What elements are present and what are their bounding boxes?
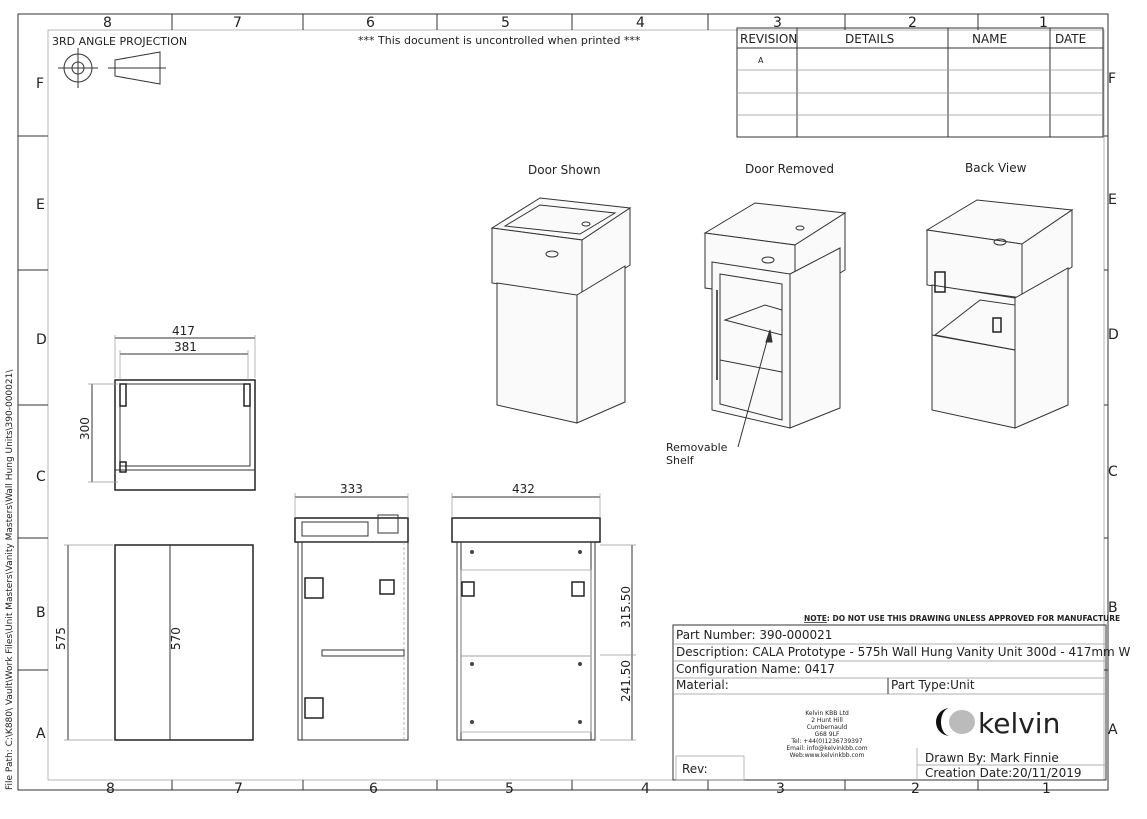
revision-cell: A (758, 56, 764, 65)
col-label: 6 (369, 781, 378, 797)
row-labels: F E D C B A F E D C B A (36, 71, 1119, 742)
shelf-leader-line (737, 329, 773, 448)
row-label: F (1108, 71, 1116, 87)
view-title-door-removed: Door Removed (745, 162, 834, 176)
details-header: DETAILS (845, 32, 894, 46)
col-label: 4 (636, 15, 645, 31)
manufacture-note: NOTE: DO NOT USE THIS DRAWING UNLESS APP… (804, 614, 1120, 623)
removable-shelf-label: Removable (666, 441, 728, 454)
dim-back-lower: 241.50 (619, 660, 633, 702)
col-label: 7 (233, 15, 242, 31)
column-labels-top: 8 7 6 5 4 3 2 1 (103, 15, 1048, 31)
row-label: B (36, 605, 46, 621)
outer-border (17, 13, 1109, 791)
col-label: 1 (1042, 781, 1051, 797)
address-line: 2 Hunt Hill (811, 717, 843, 724)
front-view (64, 544, 254, 741)
row-label: D (1108, 327, 1119, 343)
dim-plan-depth: 300 (78, 417, 92, 440)
iso-door-removed (703, 202, 847, 429)
col-label: 6 (366, 15, 375, 31)
row-label: A (1108, 722, 1118, 738)
dim-side-depth: 333 (340, 482, 363, 496)
removable-shelf-label: Shelf (666, 454, 695, 467)
dim-door-height: 570 (169, 627, 183, 650)
col-label: 8 (103, 15, 112, 31)
row-label: C (1108, 464, 1118, 480)
row-label: E (1108, 192, 1117, 208)
col-label: 1 (1039, 15, 1048, 31)
col-label: 5 (505, 781, 514, 797)
plan-view (88, 335, 256, 491)
back-view (451, 493, 636, 741)
creation-date: Creation Date:20/11/2019 (925, 766, 1081, 780)
dim-back-upper: 315.50 (619, 586, 633, 628)
title-block (672, 624, 1107, 781)
col-label: 8 (106, 781, 115, 797)
file-path: File Path: C:\K880\ Vault\Work Files\Uni… (5, 369, 15, 790)
name-header: NAME (972, 32, 1007, 46)
row-label: F (36, 76, 44, 92)
view-title-back-view: Back View (965, 161, 1027, 175)
dim-plan-width-outer: 417 (172, 324, 195, 338)
company-address: Kelvin KBB Ltd 2 Hunt Hill Cumbernauld G… (786, 710, 867, 759)
uncontrolled-notice: *** This document is uncontrolled when p… (358, 34, 641, 47)
note-text: : DO NOT USE THIS DRAWING UNLESS APPROVE… (827, 614, 1120, 623)
kelvin-logo: kelvin (936, 707, 1060, 740)
dim-front-height: 575 (54, 627, 68, 650)
projection-symbol-icon (58, 48, 166, 88)
description: Description: CALA Prototype - 575h Wall … (676, 645, 1131, 659)
side-section-view (294, 493, 409, 741)
col-label: 2 (911, 781, 920, 797)
material: Material: (676, 678, 729, 692)
part-number: Part Number: 390-000021 (676, 628, 832, 642)
iso-back-view (925, 199, 1074, 429)
part-type: Part Type:Unit (891, 678, 975, 692)
col-label: 3 (776, 781, 785, 797)
row-label: B (1108, 600, 1118, 616)
revision-header: REVISION (740, 32, 797, 46)
col-label: 4 (641, 781, 650, 797)
configuration-name: Configuration Name: 0417 (676, 662, 835, 676)
address-line: Web:www.kelvinkbb.com (790, 752, 865, 759)
row-label: C (36, 469, 46, 485)
note-prefix: NOTE (804, 614, 827, 623)
row-label: A (36, 726, 46, 742)
zone-ticks (18, 14, 1108, 790)
rev-label: Rev: (682, 762, 708, 776)
row-label: D (36, 332, 47, 348)
col-label: 5 (501, 15, 510, 31)
date-header: DATE (1055, 32, 1086, 46)
address-line: G68 9LF (815, 731, 840, 738)
revision-table: REVISION DETAILS NAME DATE A (736, 27, 1104, 138)
projection-label: 3RD ANGLE PROJECTION (52, 35, 187, 48)
dim-back-width: 432 (512, 482, 535, 496)
column-labels-bottom: 8 7 6 5 4 3 2 1 (106, 781, 1051, 797)
address-line: Email: info@kelvinkbb.com (786, 745, 867, 752)
col-label: 3 (773, 15, 782, 31)
address-line: Cumbernauld (807, 724, 848, 731)
col-label: 7 (234, 781, 243, 797)
address-line: Tel: +44(0)1236739397 (790, 738, 862, 745)
drawn-by: Drawn By: Mark Finnie (925, 751, 1059, 765)
iso-door-shown (490, 197, 632, 424)
dim-plan-width-inner: 381 (174, 340, 197, 354)
view-title-door-shown: Door Shown (528, 163, 601, 177)
address-line: Kelvin KBB Ltd (805, 710, 849, 717)
col-label: 2 (908, 15, 917, 31)
logo-text: kelvin (978, 707, 1060, 740)
row-label: E (36, 197, 45, 213)
